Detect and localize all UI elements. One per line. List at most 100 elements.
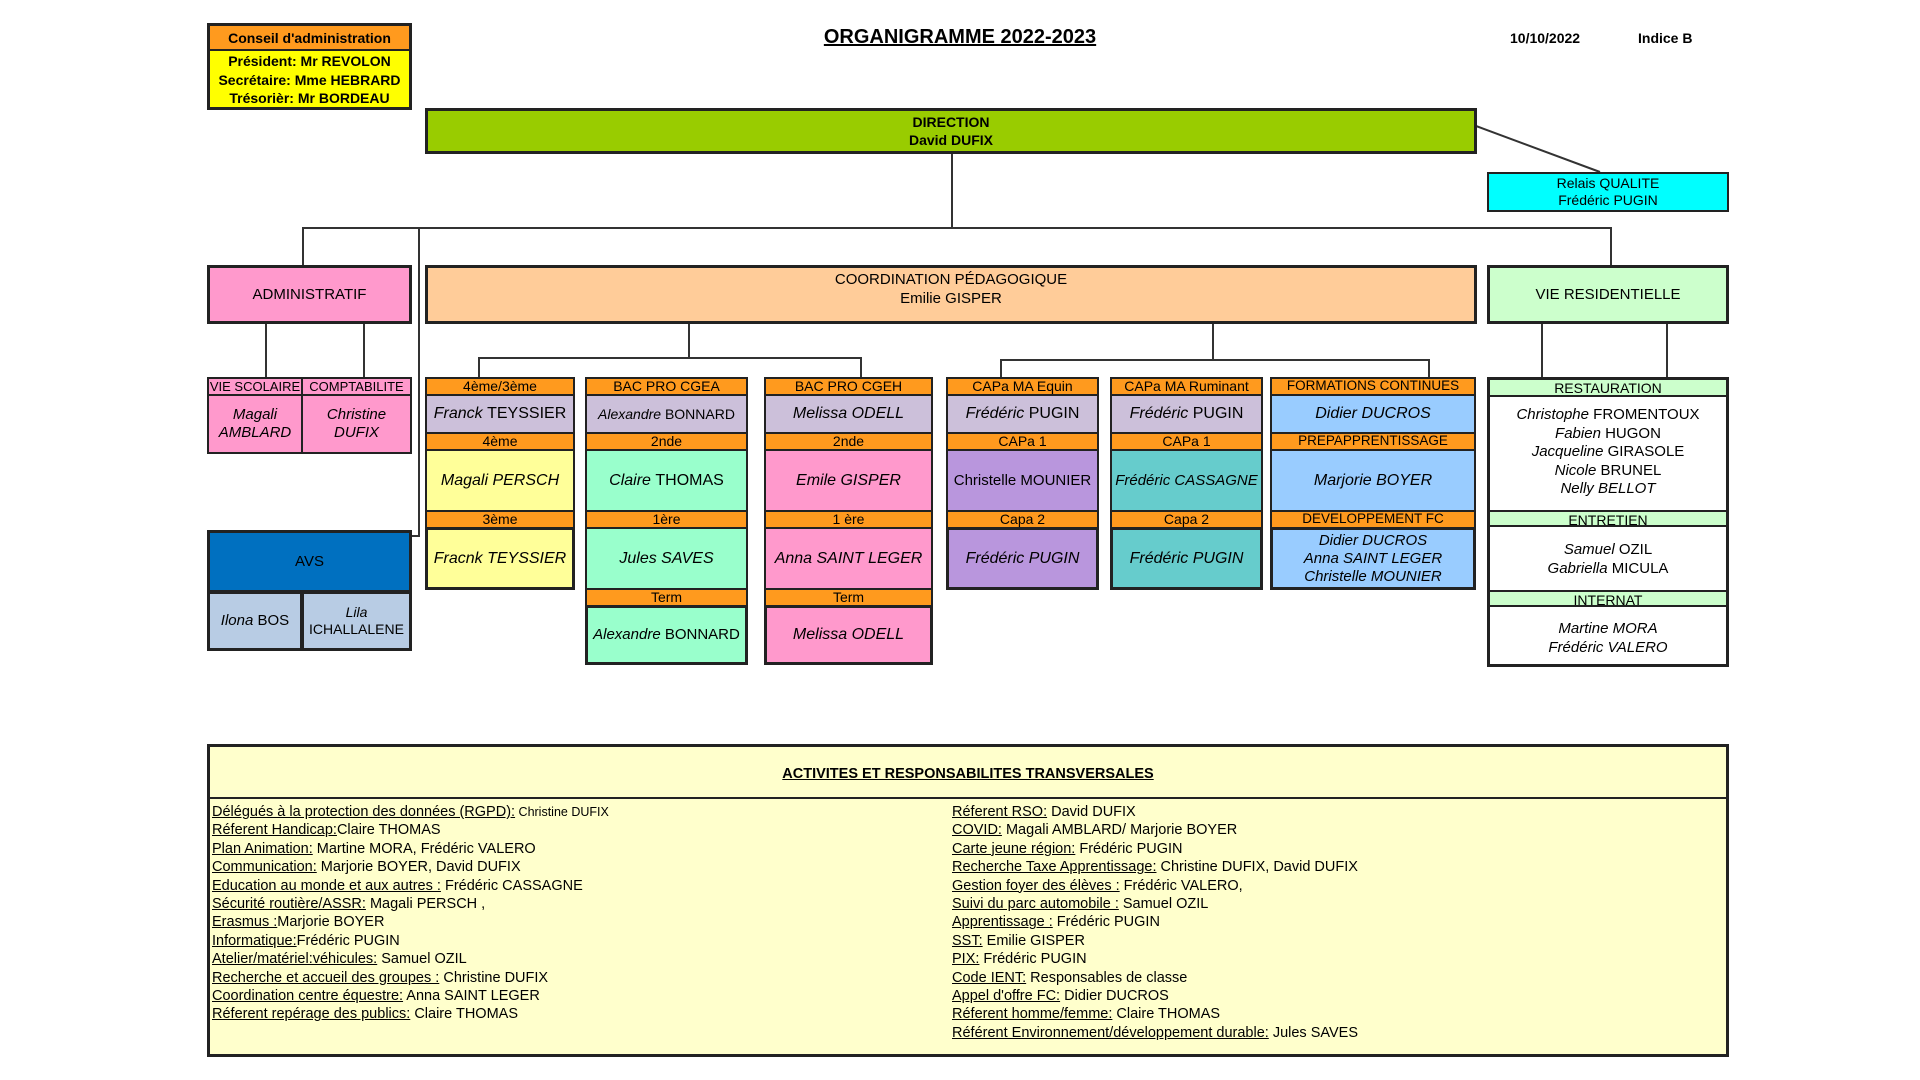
qualite-name: Frédéric PUGIN — [1558, 192, 1658, 208]
transversal-item-person: Claire THOMAS — [410, 1006, 518, 1023]
line-to-vie-res — [1610, 227, 1612, 266]
col-4e3e-n1-last: TEYSSIER — [487, 405, 567, 423]
comptabilite-header: COMPTABILITE — [301, 377, 412, 396]
resto-p3-last: GIRASOLE — [1607, 443, 1685, 460]
resto-person-5: Nelly BELLOT — [1490, 480, 1726, 499]
col-equin-h1: CAPa MA Equin — [946, 377, 1099, 396]
transversal-item: Code IENT: Responsables de classe — [952, 969, 1722, 987]
avs-p1-last: BOS — [257, 612, 290, 629]
conseil-members: Président: Mr REVOLON Secrétaire: Mme HE… — [210, 51, 409, 107]
avs-header: AVS — [207, 530, 412, 593]
line-res-a — [1541, 323, 1543, 378]
col-4e3e-n2: Magali PERSCH — [425, 449, 575, 512]
entretien-p2-last: MICULA — [1611, 559, 1669, 577]
transversal-item-person: Christine DUFIX, David DUFIX — [1156, 859, 1358, 876]
transversal-item: Coordination centre équestre: Anna SAINT… — [212, 987, 952, 1005]
internat-people: Martine MORA Frédéric VALERO — [1490, 620, 1726, 657]
transversal-item-person: Marjorie BOYER, David DUFIX — [316, 859, 521, 876]
transversal-item-person: Marjorie BOYER — [277, 914, 385, 931]
direction-name: David DUFIX — [908, 132, 993, 148]
entretien-person-1: Samuel OZIL — [1490, 541, 1726, 560]
transversal-item: Carte jeune région: Frédéric PUGIN — [952, 840, 1722, 858]
line-to-avs-vertical — [418, 227, 420, 537]
transversal-item-person: Frédéric CASSAGNE — [440, 877, 583, 894]
vie-residentielle-box: VIE RESIDENTIELLE — [1487, 265, 1729, 324]
resto-person-2: Fabien HUGON — [1490, 425, 1726, 444]
col-cgeh-n4: Melissa ODELL — [764, 605, 933, 665]
transversal-item-role: Recherche Taxe Apprentissage: — [952, 859, 1157, 876]
col-4e3e-n3: Fracnk TEYSSIER — [425, 527, 575, 590]
transversal-item-person: Jules SAVES — [1268, 1024, 1358, 1041]
entretien-p1-first: Samuel — [1563, 541, 1615, 558]
transversal-item-role: Apprentissage : — [952, 914, 1053, 931]
resto-p1-last: FROMENTOUX — [1593, 406, 1700, 423]
transversal-item: Réferent Handicap:Claire THOMAS — [212, 821, 952, 839]
internat-header: INTERNAT — [1490, 590, 1726, 608]
transversal-item-role: Education au monde et aux autres : — [212, 877, 441, 894]
avs-p2-last: ICHALLALENE — [309, 621, 404, 637]
col-ruminant-n1-last: PUGIN — [1192, 405, 1244, 423]
residence-column: RESTAURATION Christophe FROMENTOUX Fabie… — [1487, 377, 1729, 667]
col-fc-n1: Didier DUCROS — [1270, 394, 1476, 434]
line-coord-right-bar — [1000, 359, 1430, 361]
transversal-item-role: Réferent Handicap: — [212, 822, 337, 839]
col-cgea-n1-last: BONNARD — [664, 405, 735, 422]
col-equin-n3: Frédéric PUGIN — [946, 527, 1099, 590]
transversal-item-person: Didier DUCROS — [1060, 988, 1169, 1005]
page-title: ORGANIGRAMME 2022-2023 — [823, 26, 1097, 48]
transversal-item-role: Sécurité routière/ASSR: — [212, 896, 366, 913]
transversal-item-person: Anna SAINT LEGER — [403, 988, 540, 1005]
transversal-item-role: Plan Animation: — [212, 840, 313, 857]
transversal-item: Communication: Marjorie BOYER, David DUF… — [212, 858, 952, 876]
col-ruminant-h2: CAPa 1 — [1110, 432, 1263, 451]
vie-scolaire-first: Magali — [232, 406, 278, 423]
transversal-item-role: Communication: — [212, 859, 317, 876]
col-cgea-n3: Jules SAVES — [585, 527, 748, 590]
avs-p1-first: Ilona — [220, 612, 254, 629]
qualite-box: Relais QUALITE Frédéric PUGIN — [1487, 172, 1729, 212]
transversal-item: Recherche Taxe Apprentissage: Christine … — [952, 858, 1722, 876]
col-equin-n1-first: Frédéric — [965, 405, 1025, 423]
transversal-item-person: Samuel OZIL — [1118, 896, 1209, 913]
conseil-president: Président: Mr REVOLON — [228, 53, 391, 69]
resto-p4-first: Nicole — [1554, 461, 1597, 479]
transversal-left-list: Délégués à la protection des données (RG… — [212, 803, 952, 1024]
coordination-label: COORDINATION PÉDAGOGIQUE — [834, 271, 1068, 288]
avs-person-2: Lila ICHALLALENE — [301, 591, 412, 651]
col-cgea-n4-last: BONNARD — [664, 626, 740, 643]
line-coord-right-b — [1428, 359, 1430, 378]
coordination-name: Emilie GISPER — [900, 290, 1002, 307]
transversal-item: Suivi du parc automobile : Samuel OZIL — [952, 895, 1722, 913]
transversal-panel: ACTIVITES ET RESPONSABILITES TRANSVERSAL… — [207, 744, 1729, 1057]
restauration-header: RESTAURATION — [1490, 380, 1726, 397]
resto-person-3: Jacqueline GIRASOLE — [1490, 443, 1726, 462]
transversal-item: PIX: Frédéric PUGIN — [952, 950, 1722, 968]
col-cgeh-n1: Melissa ODELL — [764, 394, 933, 434]
transversal-title: ACTIVITES ET RESPONSABILITES TRANSVERSAL… — [210, 747, 1726, 799]
direction-label: DIRECTION — [912, 114, 990, 130]
transversal-item-person: Responsables de classe — [1026, 969, 1188, 986]
transversal-item: Sécurité routière/ASSR: Magali PERSCH , — [212, 895, 952, 913]
transversal-item-role: PIX: — [952, 951, 980, 968]
transversal-item-person: Christine DUFIX — [439, 969, 549, 986]
transversal-item-person: Emilie GISPER — [982, 932, 1085, 949]
col-cgea-h1: BAC PRO CGEA — [585, 377, 748, 396]
vie-scolaire-person: Magali AMBLARD — [207, 394, 303, 454]
header-indice: Indice B — [1638, 30, 1693, 46]
transversal-item: COVID: Magali AMBLARD/ Marjorie BOYER — [952, 821, 1722, 839]
transversal-item: Education au monde et aux autres : Frédé… — [212, 877, 952, 895]
col-cgea-n4: Alexandre BONNARD — [585, 605, 748, 665]
coordination-box: COORDINATION PÉDAGOGIQUE Emilie GISPER — [425, 265, 1477, 324]
conseil-title: Conseil d'administration — [210, 26, 409, 51]
avs-person-1: Ilona BOS — [207, 591, 303, 651]
line-admin-compta — [363, 323, 365, 378]
qualite-label: Relais QUALITE — [1556, 175, 1660, 191]
transversal-item: Informatique:Frédéric PUGIN — [212, 932, 952, 950]
line-to-admin — [302, 227, 304, 266]
col-cgea-n1: Alexandre BONNARD — [585, 394, 748, 434]
conseil-administration: Conseil d'administration Président: Mr R… — [207, 23, 412, 110]
col-cgea-n2-last: THOMAS — [655, 471, 724, 489]
transversal-item: Réferent RSO: David DUFIX — [952, 803, 1722, 821]
resto-p2-last: HUGON — [1605, 424, 1661, 442]
entretien-p2-first: Gabriella — [1547, 559, 1608, 577]
